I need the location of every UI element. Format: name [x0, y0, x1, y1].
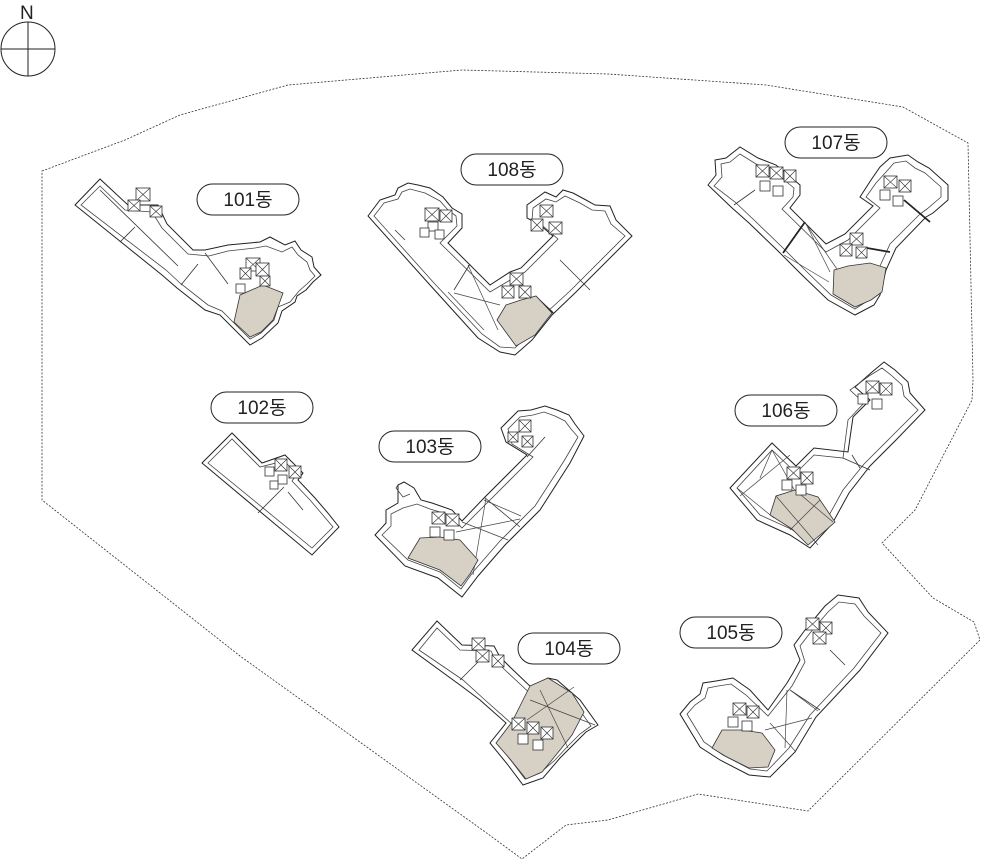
building-104-label: 104동 [544, 639, 593, 660]
building-106-label: 106동 [761, 401, 810, 422]
building-105-label: 105동 [706, 623, 755, 644]
building-108[interactable]: 108동 [367, 153, 633, 356]
building-104[interactable]: 104동 [411, 620, 621, 786]
building-106[interactable]: 106동 [729, 361, 926, 549]
building-102-label: 102동 [237, 398, 286, 419]
building-101[interactable]: 101동 [74, 178, 322, 346]
building-107-label: 107동 [811, 133, 860, 154]
building-103-label: 103동 [405, 437, 454, 458]
building-103[interactable]: 103동 [374, 405, 585, 598]
north-compass-icon: N [0, 3, 56, 77]
compass-north-letter: N [20, 3, 34, 24]
building-101-label: 101동 [223, 190, 272, 211]
building-107[interactable]: 107동 [707, 126, 949, 316]
building-108-label: 108동 [487, 160, 536, 181]
building-102[interactable]: 102동 [201, 391, 340, 556]
site-boundary [41, 69, 981, 860]
building-105[interactable]: 105동 [679, 594, 889, 778]
